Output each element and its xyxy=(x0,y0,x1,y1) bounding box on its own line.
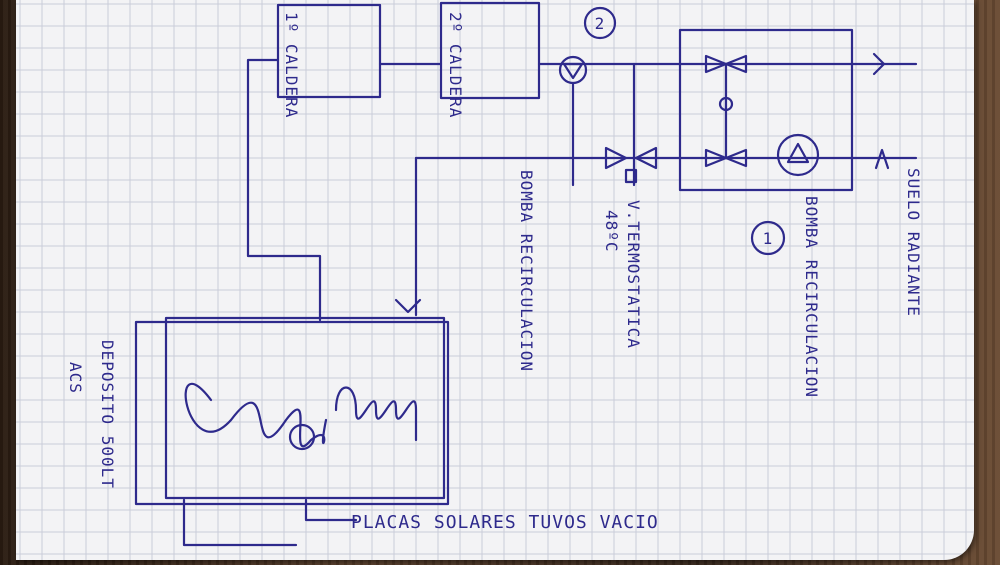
mixing-group-box xyxy=(678,28,854,192)
pump-1-symbol xyxy=(776,133,820,177)
solar-coil xyxy=(184,382,328,448)
tank-inner xyxy=(164,316,446,500)
tank-outer xyxy=(134,320,450,506)
valve-bottom-left xyxy=(704,148,728,168)
valve-bottom-right xyxy=(724,148,748,168)
pump-2-triangle xyxy=(562,62,584,80)
paper-grid xyxy=(16,0,974,560)
pipe-caldera1-to-tank xyxy=(246,58,322,322)
placas-solares-label: PLACAS SOLARES TUVOS VACIO xyxy=(351,512,659,533)
coil-junction xyxy=(288,423,316,451)
supply-arrow xyxy=(872,52,886,76)
caldera-1-label: 1º CALDERA xyxy=(282,12,301,118)
valvula-termostatica-label: V.TERMOSTATICA xyxy=(624,200,643,349)
bypass-check xyxy=(718,96,734,112)
pump-1-number-circle xyxy=(750,220,786,256)
caldera-2-label: 2º CALDERA xyxy=(446,12,465,118)
suelo-radiante-label: SUELO RADIANTE xyxy=(904,168,923,317)
graph-paper-sheet: 2 1 xyxy=(16,0,974,560)
boiler-coil xyxy=(334,386,418,442)
heating-schematic: 2 1 xyxy=(16,0,974,560)
return-arrow xyxy=(874,148,890,170)
acs-label: ACS xyxy=(66,362,85,394)
thermostatic-valve-actuator xyxy=(624,168,638,184)
bomba-recirculacion-right-label: BOMBA RECIRCULACION xyxy=(802,196,821,398)
caldera-1-box xyxy=(276,3,382,99)
pump-2-number: 2 xyxy=(595,14,606,33)
pipe-tank-bottom-left xyxy=(182,498,298,547)
pump-1-triangle xyxy=(786,142,810,164)
thermostatic-valve-left xyxy=(604,146,628,170)
valve-top-left xyxy=(704,54,728,74)
pump-1-number: 1 xyxy=(763,229,774,248)
thermostatic-valve-right xyxy=(634,146,658,170)
deposito-label: DEPOSITO 500LT xyxy=(98,340,117,489)
valve-top-right xyxy=(724,54,748,74)
pipe-to-solar-panels xyxy=(304,498,358,522)
caldera-2-box xyxy=(439,1,541,100)
pump-2-number-circle xyxy=(583,6,617,40)
temperature-label: 48ºC xyxy=(602,210,621,253)
bomba-recirculacion-left-label: BOMBA RECIRCULACION xyxy=(517,170,536,372)
tank-inlet-valve xyxy=(394,298,422,314)
